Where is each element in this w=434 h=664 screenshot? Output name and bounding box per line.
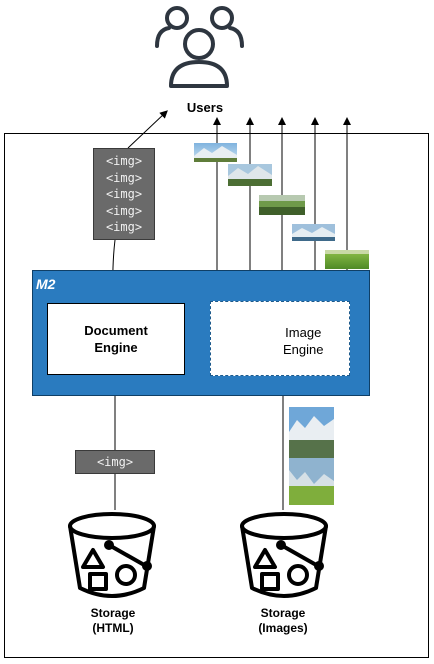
storage-html-line1: Storage: [90, 606, 136, 620]
bucket-icon: [240, 512, 328, 598]
document-engine-line1: Document: [84, 323, 148, 338]
thumbnail-5: [325, 250, 369, 269]
storage-images-label: Storage (Images): [233, 606, 333, 636]
img-tag-2: <img>: [105, 170, 143, 185]
thumbnail-large: [289, 407, 334, 505]
bucket-icon: [68, 512, 156, 598]
image-engine: Image Engine: [210, 301, 350, 376]
img-tag-3: <img>: [105, 187, 143, 202]
img-stack: <img> <img> <img> <img> <img>: [93, 148, 155, 240]
image-engine-line2: Engine: [283, 342, 324, 357]
img-tag: <img>: [75, 450, 155, 474]
storage-html-line2: (HTML): [92, 621, 134, 635]
thumbnail-3: [259, 195, 305, 215]
document-engine: Document Engine: [47, 303, 185, 375]
storage-html-label: Storage (HTML): [63, 606, 163, 636]
thumbnail-2: [228, 164, 272, 186]
storage-images-line1: Storage: [260, 606, 306, 620]
img-tag-5: <img>: [105, 220, 143, 235]
image-engine-line1: Image: [285, 325, 322, 340]
img-tag-1: <img>: [105, 154, 143, 168]
thumbnail-1: [194, 143, 237, 162]
users-label: Users: [186, 100, 224, 115]
m2-label: M2: [36, 276, 56, 292]
storage-images-line2: (Images): [258, 621, 308, 635]
document-engine-line2: Engine: [94, 340, 138, 355]
img-tag-4: <img>: [105, 203, 143, 218]
thumbnail-4: [292, 224, 335, 241]
